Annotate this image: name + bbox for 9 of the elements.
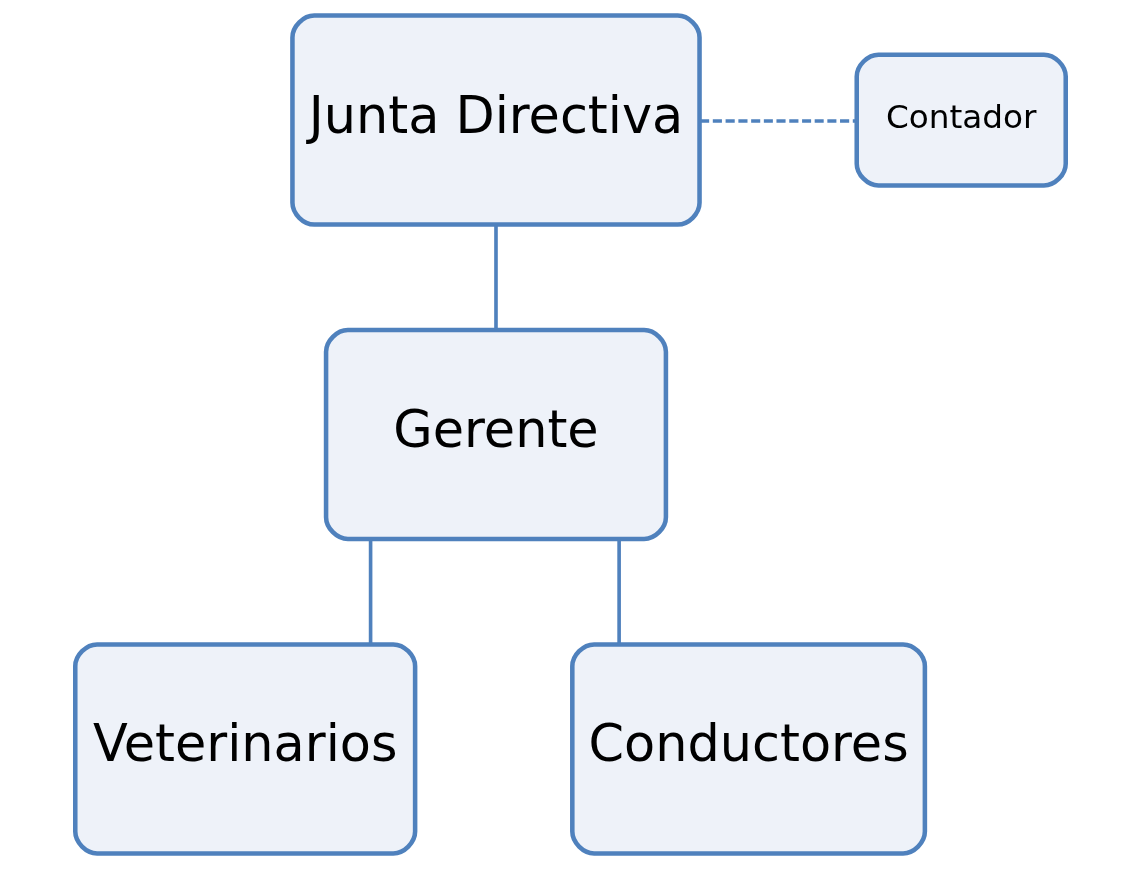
node-box: Conductores xyxy=(570,642,928,856)
connector xyxy=(700,119,857,123)
node-box: Junta Directiva xyxy=(290,13,702,227)
node-box: Contador xyxy=(854,52,1068,188)
connector xyxy=(368,539,373,645)
node-box: Veterinarios xyxy=(73,642,418,856)
connector xyxy=(617,539,621,645)
node-box: Gerente xyxy=(323,327,669,542)
connector xyxy=(494,224,498,330)
